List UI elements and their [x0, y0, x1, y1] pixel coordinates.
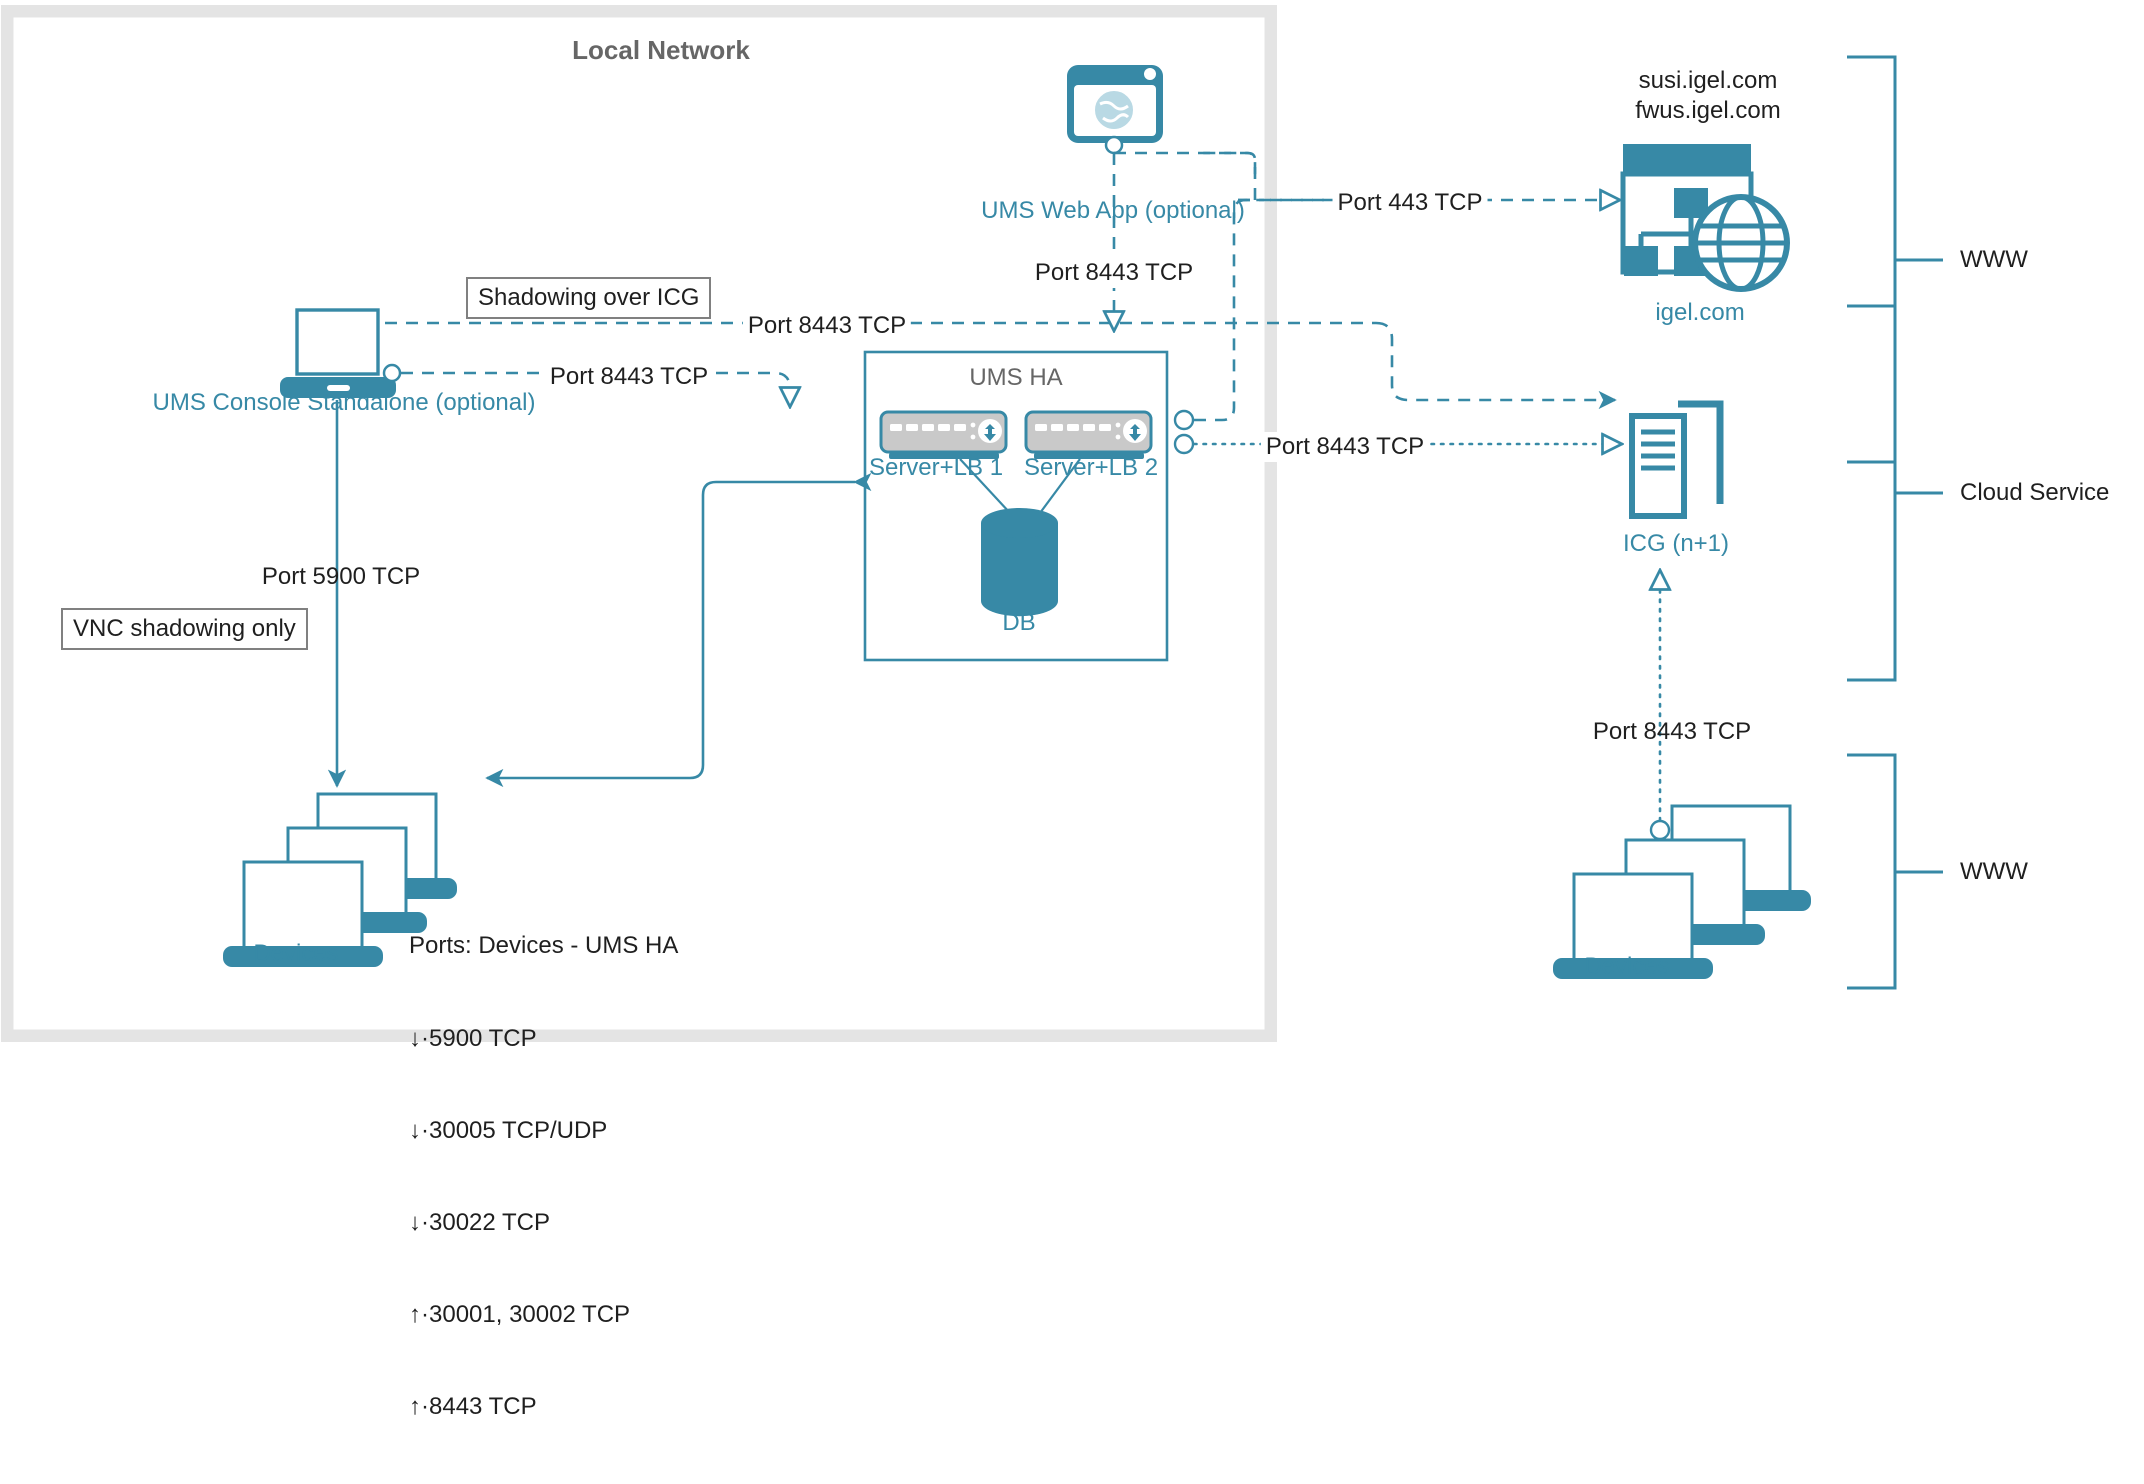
edge-label-webapp-to-igel: Port 443 TCP: [1332, 188, 1488, 218]
browser-globe-icon: [1067, 65, 1163, 155]
ports-note-line-2: ↓·30022 TCP: [409, 1208, 550, 1236]
ums-console-label: UMS Console Standalone (optional): [152, 389, 536, 416]
server-lb-2-label: Server+LB 2: [1023, 454, 1159, 481]
ha-connector-ports: [1173, 409, 1195, 455]
ports-note-line-1: ↓·30005 TCP/UDP: [409, 1116, 608, 1144]
igel-com-label: igel.com: [1655, 299, 1745, 326]
edge-console-shadow-to-icg: [385, 321, 1617, 410]
ports-note: Ports: Devices - UMS HA ↓·5900 TCP ↓·300…: [409, 870, 678, 1484]
local-network-title: Local Network: [572, 35, 750, 65]
server-lb-1-label: Server+LB 1: [868, 454, 1004, 481]
edge-label-devices-to-icg: Port 8443 TCP: [1592, 718, 1752, 745]
ports-note-title: Ports: Devices - UMS HA: [409, 932, 679, 960]
laptop-icon: [280, 308, 402, 398]
edge-label-console-shadow: Port 8443 TCP: [742, 311, 912, 341]
devices-right-label: Devices: [1584, 953, 1670, 980]
server-appliance-icon-1: [879, 410, 1011, 514]
edge-label-console-to-ha: Port 8443 TCP: [544, 362, 714, 392]
diagram-canvas: Local Network UMS Web App (optional) Por…: [1, 5, 2110, 1420]
db-label: DB: [1002, 609, 1036, 636]
edge-ha-dashed-to-igel: [1194, 198, 1264, 422]
annotation-vnc-shadowing-only: VNC shadowing only: [61, 608, 308, 650]
bracket-label-www-top: WWW: [1960, 246, 2028, 273]
gateway-server-icon: [1629, 400, 1724, 519]
bracket-cloud-service: [1847, 304, 1943, 682]
igel-host-susi: susi.igel.com: [1638, 67, 1778, 94]
ports-note-line-3: ↑·30001, 30002 TCP: [409, 1301, 631, 1329]
edge-label-console-to-devices: Port 5900 TCP: [261, 563, 421, 590]
network-diagram-svg: [1, 5, 1943, 1042]
bracket-www-bottom: [1847, 753, 1943, 990]
ums-web-app-label: UMS Web App (optional): [981, 197, 1245, 224]
edge-label-ha-to-icg: Port 8443 TCP: [1260, 432, 1430, 462]
laptop-stack-icon-left: [223, 792, 457, 967]
edge-console-to-ha: [401, 371, 790, 407]
icg-label: ICG (n+1): [1622, 530, 1730, 557]
ports-note-line-4: ↑·8443 TCP: [409, 1393, 537, 1421]
server-appliance-icon-2: [1024, 410, 1153, 514]
bracket-label-cloud-service: Cloud Service: [1960, 479, 2110, 506]
bracket-www-top: [1847, 55, 1943, 464]
edge-devices-to-icg: [1651, 570, 1669, 841]
edge-label-webapp-to-ha: Port 8443 TCP: [1029, 258, 1199, 288]
edge-ha-to-devices: [485, 472, 872, 788]
igel-host-fwus: fwus.igel.com: [1635, 97, 1781, 124]
website-globe-icon: [1620, 144, 1790, 292]
annotation-shadowing-over-icg: Shadowing over ICG: [466, 277, 712, 319]
database-cylinder-icon: [981, 508, 1058, 617]
ums-ha-title: UMS HA: [969, 364, 1063, 391]
local-network-container: [1, 5, 1277, 1042]
ports-note-line-0: ↓·5900 TCP: [409, 1024, 537, 1052]
laptop-stack-icon-right: [1553, 804, 1811, 979]
bracket-label-www-bottom: WWW: [1960, 858, 2028, 885]
devices-left-label: Devices: [253, 940, 339, 967]
